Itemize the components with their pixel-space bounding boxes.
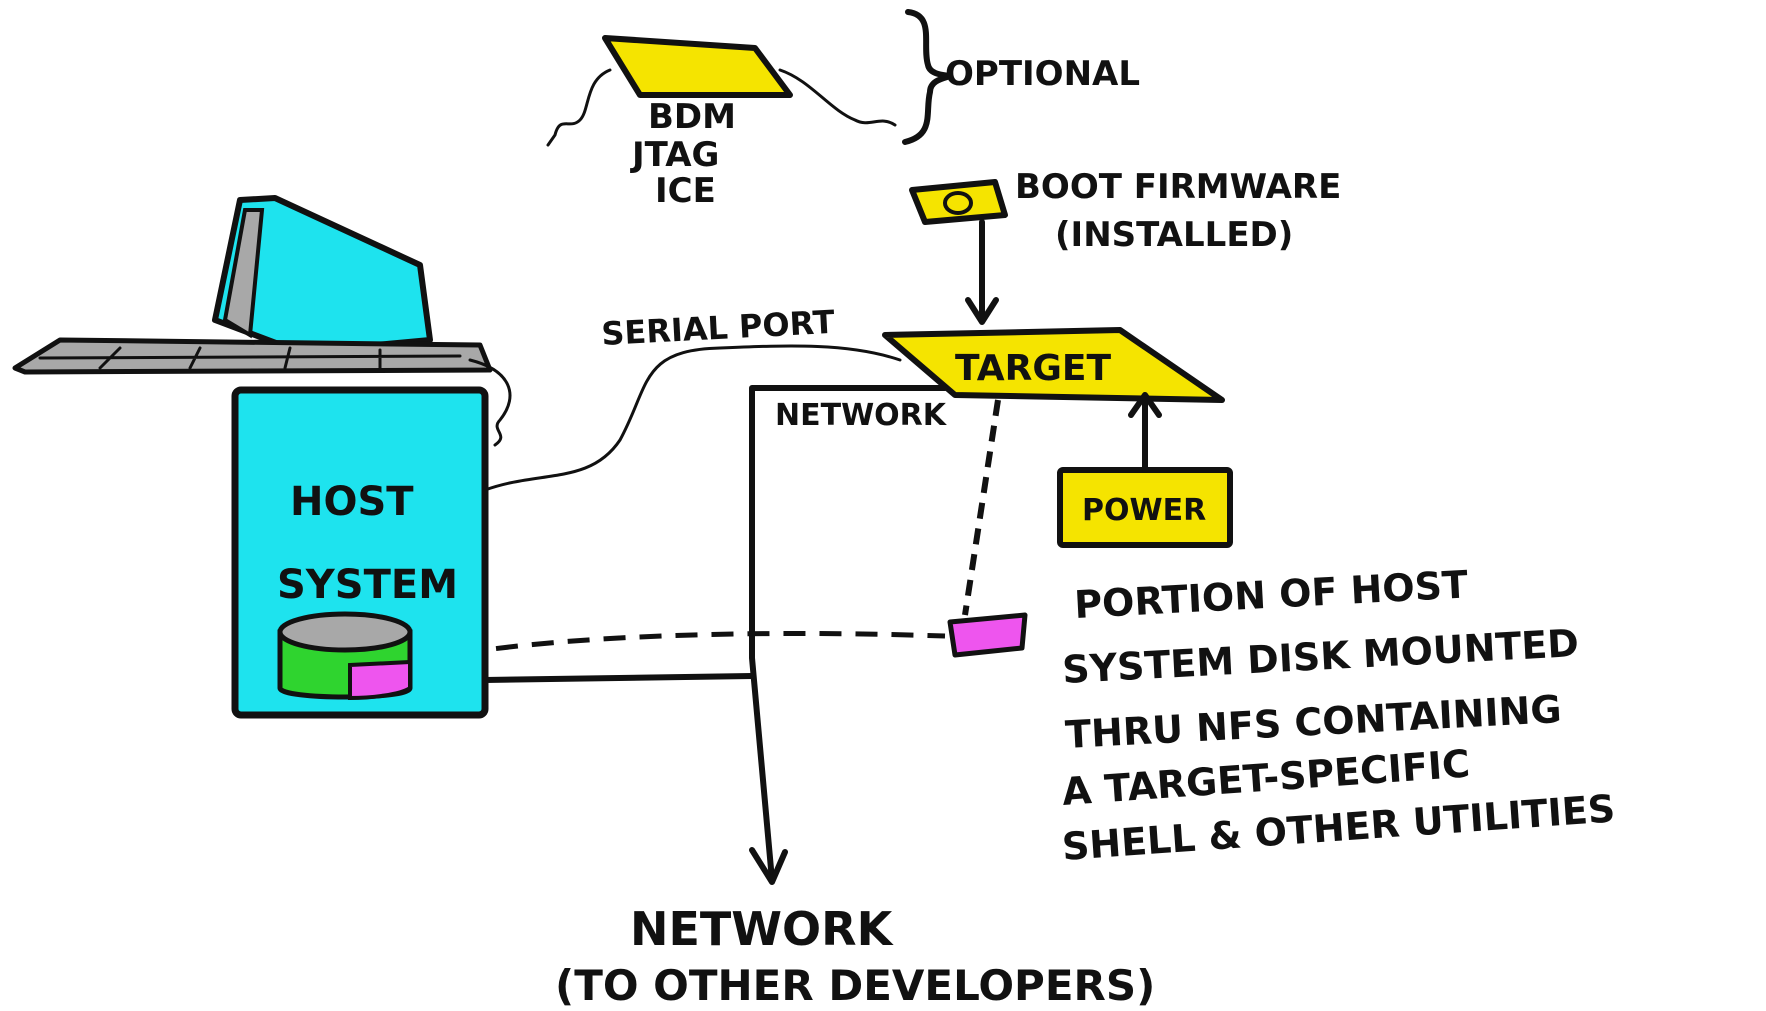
nfs-note-line-1: PORTION OF HOST — [1073, 562, 1469, 627]
debug-tool-bdm: BDM — [648, 97, 736, 137]
boot-firmware-chip — [912, 182, 1005, 222]
host-monitor — [215, 198, 430, 352]
host-disk-icon — [280, 614, 410, 698]
host-label: HOST — [290, 479, 414, 525]
optional-brace — [905, 12, 950, 142]
debug-probe-cable — [548, 70, 610, 145]
debug-tool-ice: ICE — [655, 171, 716, 211]
network-line — [752, 388, 945, 880]
debug-probe-box — [605, 38, 790, 95]
nfs-dashed-to-target — [965, 400, 998, 615]
network-mid-label: NETWORK — [775, 398, 948, 433]
network-bottom-sublabel: (TO OTHER DEVELOPERS) — [555, 961, 1155, 1010]
boot-firmware-label: BOOT FIRMWARE — [1015, 167, 1341, 207]
nfs-dashed-to-host-disk — [425, 633, 945, 660]
mounted-disk-portion — [950, 615, 1025, 655]
host-network-link — [485, 676, 752, 680]
nfs-note: PORTION OF HOST SYSTEM DISK MOUNTED THRU… — [1061, 562, 1617, 869]
system-label: SYSTEM — [277, 562, 458, 608]
debug-tool-jtag: JTAG — [630, 135, 719, 175]
nfs-note-line-3: THRU NFS CONTAINING — [1064, 687, 1563, 757]
network-bottom-label: NETWORK — [630, 902, 895, 956]
boot-firmware-installed-label: (INSTALLED) — [1055, 215, 1293, 255]
target-label: TARGET — [955, 348, 1111, 389]
nfs-note-line-2: SYSTEM DISK MOUNTED — [1061, 621, 1580, 692]
optional-label: OPTIONAL — [945, 54, 1140, 94]
power-to-target-arrow — [1131, 395, 1159, 470]
firmware-to-target-arrow — [968, 222, 996, 322]
debug-probe-cable-right — [780, 70, 895, 125]
power-label: POWER — [1082, 493, 1206, 528]
